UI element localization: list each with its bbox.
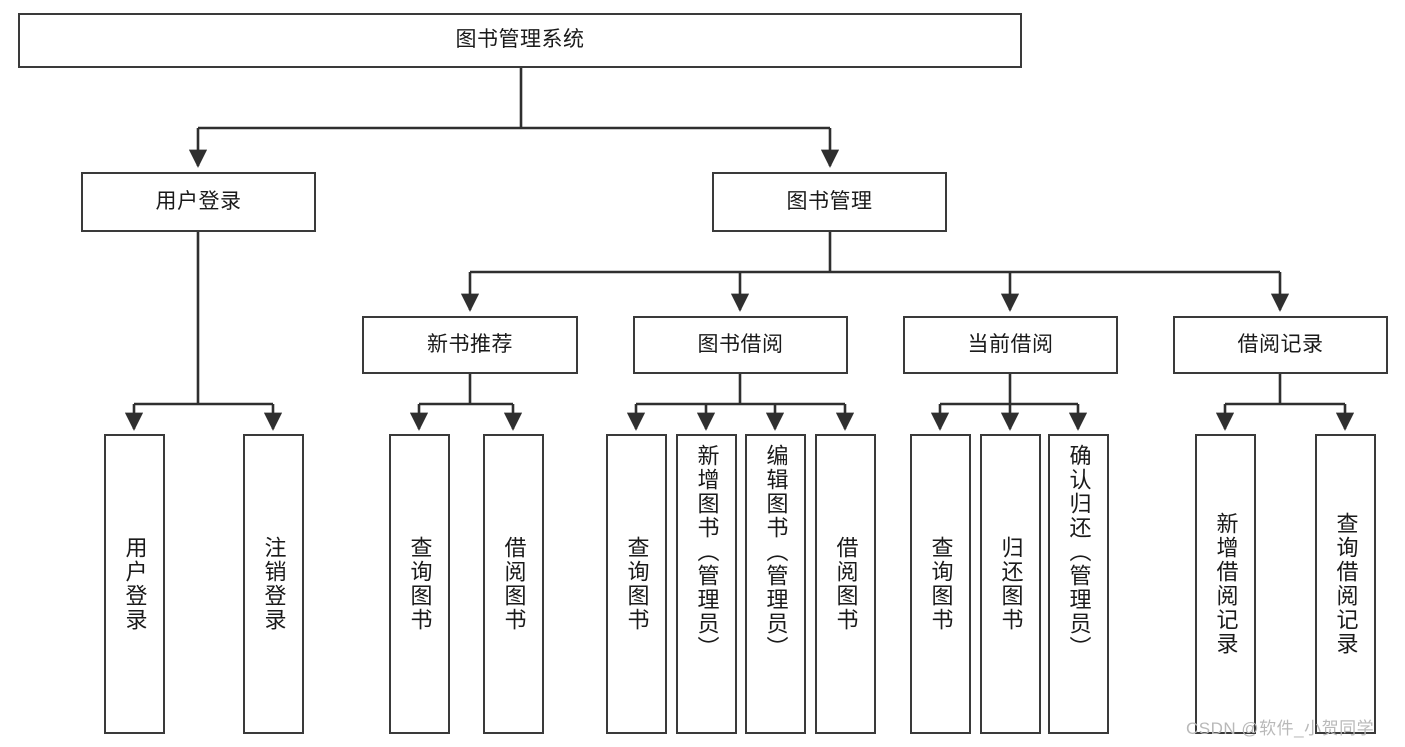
node-root[interactable]: 图书管理系统 <box>18 13 1022 68</box>
node-current-borrow[interactable]: 当前借阅 <box>903 316 1118 374</box>
node-leaf-logout-login[interactable]: 注销登录 <box>243 434 304 734</box>
node-leaf-query-book-3-label: 查询图书 <box>928 536 954 632</box>
node-new-book-recommend-label: 新书推荐 <box>427 332 513 356</box>
node-leaf-logout-login-label: 注销登录 <box>261 536 287 632</box>
watermark-text: CSDN @软件_小贺同学 <box>1186 719 1375 738</box>
node-leaf-confirm-return-label: 确认归还（管理员） <box>1066 444 1092 660</box>
node-leaf-return-book[interactable]: 归还图书 <box>980 434 1041 734</box>
node-book-borrow[interactable]: 图书借阅 <box>633 316 848 374</box>
node-leaf-borrow-book-1[interactable]: 借阅图书 <box>483 434 544 734</box>
node-leaf-edit-book-label: 编辑图书（管理员） <box>763 444 789 660</box>
node-leaf-user-login-label: 用户登录 <box>122 536 148 632</box>
node-leaf-return-book-label: 归还图书 <box>998 536 1024 632</box>
node-leaf-query-record-label: 查询借阅记录 <box>1333 512 1359 656</box>
node-leaf-add-record-label: 新增借阅记录 <box>1213 512 1239 656</box>
node-leaf-query-book-2-label: 查询图书 <box>624 536 650 632</box>
node-book-management[interactable]: 图书管理 <box>712 172 947 232</box>
node-leaf-query-book-1-label: 查询图书 <box>407 536 433 632</box>
node-leaf-query-book-2[interactable]: 查询图书 <box>606 434 667 734</box>
node-user-login-label: 用户登录 <box>155 189 242 213</box>
node-borrow-record[interactable]: 借阅记录 <box>1173 316 1388 374</box>
node-book-borrow-label: 图书借阅 <box>697 332 784 356</box>
node-current-borrow-label: 当前借阅 <box>967 332 1054 356</box>
node-leaf-borrow-book-1-label: 借阅图书 <box>501 536 527 632</box>
node-leaf-query-book-1[interactable]: 查询图书 <box>389 434 450 734</box>
node-leaf-add-record[interactable]: 新增借阅记录 <box>1195 434 1256 734</box>
node-borrow-record-label: 借阅记录 <box>1237 332 1324 356</box>
node-leaf-add-book[interactable]: 新增图书（管理员） <box>676 434 737 734</box>
node-book-management-label: 图书管理 <box>786 189 873 213</box>
node-leaf-user-login[interactable]: 用户登录 <box>104 434 165 734</box>
node-leaf-borrow-book-2-label: 借阅图书 <box>833 536 859 632</box>
node-leaf-query-record[interactable]: 查询借阅记录 <box>1315 434 1376 734</box>
node-leaf-add-book-label: 新增图书（管理员） <box>694 444 720 660</box>
node-user-login[interactable]: 用户登录 <box>81 172 316 232</box>
node-root-label: 图书管理系统 <box>455 28 585 52</box>
node-leaf-query-book-3[interactable]: 查询图书 <box>910 434 971 734</box>
node-new-book-recommend[interactable]: 新书推荐 <box>362 316 578 374</box>
node-leaf-borrow-book-2[interactable]: 借阅图书 <box>815 434 876 734</box>
node-leaf-confirm-return[interactable]: 确认归还（管理员） <box>1048 434 1109 734</box>
node-leaf-edit-book[interactable]: 编辑图书（管理员） <box>745 434 806 734</box>
